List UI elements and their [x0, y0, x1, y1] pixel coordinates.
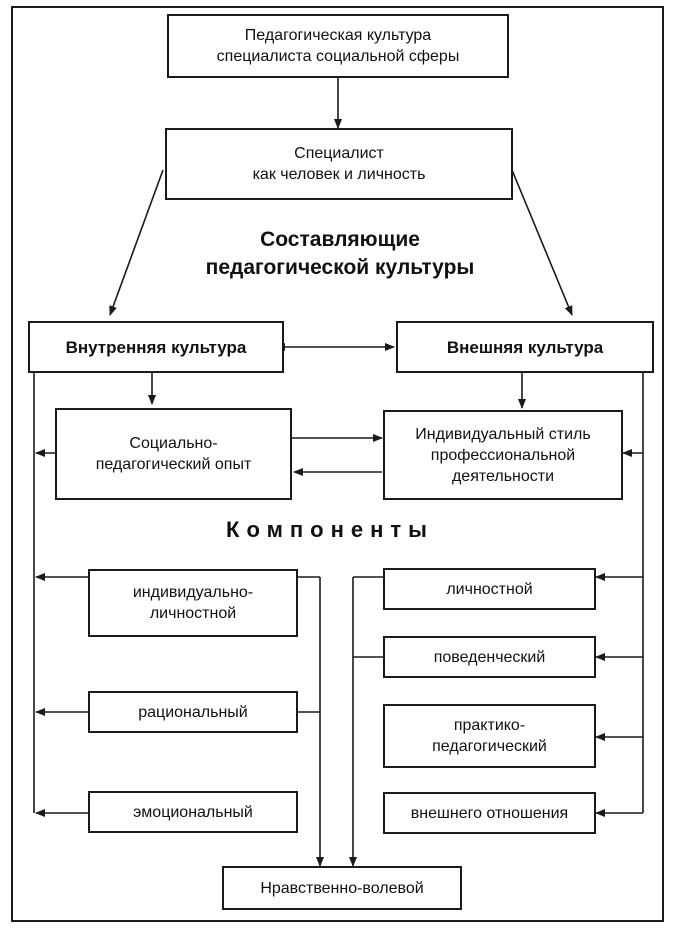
specialist-box: Специалист как человек и личность [165, 128, 513, 200]
right-component-behavioral: поведенческий [383, 636, 596, 678]
individual-style-line1: Индивидуальный стиль [415, 425, 591, 443]
social-experience-box: Социально- педагогический опыт [55, 408, 292, 500]
diagram-frame [11, 6, 664, 922]
social-experience-line1: Социально- [129, 435, 218, 452]
right-component-practical: практико- педагогический [383, 704, 596, 768]
arrow-to-external [511, 169, 573, 316]
right-component-practical-line1: практико- [453, 717, 526, 734]
individual-style-line2: профессиональной [430, 446, 576, 464]
section-heading: Составляющие педагогической культуры [150, 226, 530, 282]
left-component-individual: индивидуально- личностной [88, 569, 298, 637]
top-box-line2: специалиста социальной сферы [216, 48, 460, 65]
right-component-practical-line2: педагогический [432, 738, 547, 755]
individual-style-box: Индивидуальный стиль профессиональной де… [383, 410, 623, 500]
top-box: Педагогическая культура специалиста соци… [167, 14, 509, 78]
external-culture-box: Внешняя культура [396, 321, 654, 373]
left-component-individual-line2: личностной [149, 605, 237, 622]
right-component-external-relation-label: внешнего отношения [410, 804, 569, 822]
external-culture-label: Внешняя культура [446, 337, 604, 357]
social-experience-line2: педагогический опыт [95, 456, 252, 473]
left-component-rational: рациональный [88, 691, 298, 733]
left-component-emotional: эмоциональный [88, 791, 298, 833]
right-component-behavioral-label: поведенческий [433, 648, 546, 666]
bottom-box: Нравственно-волевой [222, 866, 462, 910]
right-component-external-relation: внешнего отношения [383, 792, 596, 834]
heading-line2: педагогической культуры [205, 256, 475, 279]
components-title: Компоненты [226, 517, 434, 542]
individual-style-line3: деятельности [451, 467, 555, 485]
internal-culture-box: Внутренняя культура [28, 321, 284, 373]
specialist-line2: как человек и личность [252, 166, 426, 183]
left-component-emotional-label: эмоциональный [133, 803, 253, 821]
bottom-box-label: Нравственно-волевой [260, 879, 424, 897]
top-box-line1: Педагогическая культура [244, 27, 432, 44]
right-component-personal-label: личностной [446, 580, 533, 598]
arrow-to-internal [109, 169, 164, 316]
internal-culture-label: Внутренняя культура [65, 337, 247, 357]
right-component-personal: личностной [383, 568, 596, 610]
heading-line1: Составляющие [260, 228, 420, 251]
left-component-individual-line1: индивидуально- [132, 584, 254, 601]
left-component-rational-label: рациональный [138, 703, 248, 721]
specialist-line1: Специалист [294, 145, 384, 162]
